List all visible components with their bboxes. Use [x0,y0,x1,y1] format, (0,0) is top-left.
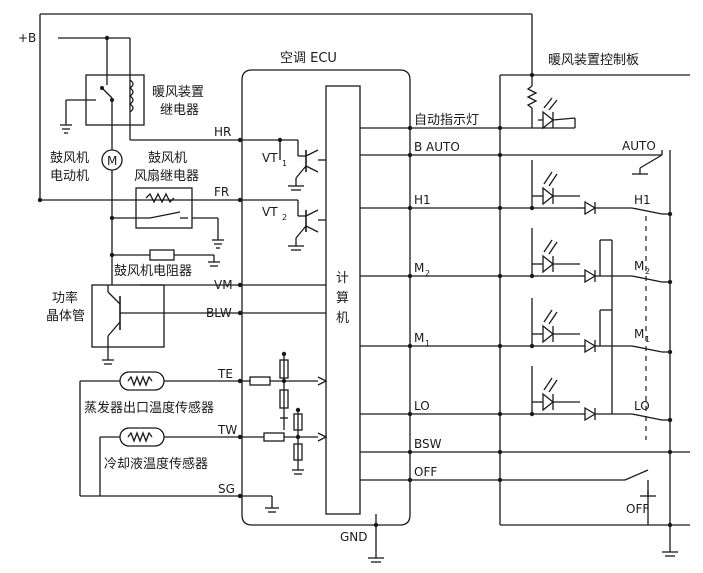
blower-resistor: 鼓风机电阻器 [112,249,220,279]
cpu-label-1: 计 [336,271,349,286]
heater-relay-label-line2: 继电器 [160,103,199,118]
heater-relay: 暖风装置 继电器 [60,74,204,134]
switch-m1-sub: 1 [645,335,650,344]
supply-wiring: +B [18,13,690,201]
switch-lo: LO [634,399,650,413]
output-m1-sub: 1 [425,339,430,348]
junction-dots [37,35,673,499]
led-m2 [531,228,580,276]
power-transistor: 功率 晶体管 [46,255,240,365]
output-h1: H1 [414,193,431,207]
panel-title: 暖风装置控制板 [548,53,639,68]
pin-vm: VM [214,278,233,292]
output-m2-sub: 2 [425,269,430,278]
sensor-input-network [240,351,328,513]
blower-motor-label-line1: 鼓风机 [50,151,89,166]
fan-relay-label-line2: 风扇继电器 [134,168,199,184]
led-auto [538,97,576,130]
pin-te: TE [217,367,233,381]
coolant-sensor-label: 冷却液温度传感器 [104,456,208,472]
evaporator-sensor: 蒸发器出口温度传感器 [79,371,240,496]
output-bsw: BSW [414,437,442,451]
blower-resistor-label: 鼓风机电阻器 [114,264,192,279]
pin-tw: TW [217,423,237,437]
vt2-transistor: VT 2 [240,199,326,251]
switch-auto: AUTO [622,139,656,153]
power-transistor-label-line1: 功率 [52,290,78,306]
pin-fr: FR [214,185,229,199]
switch-h1: H1 [634,193,651,207]
output-b-auto: B AUTO [414,140,460,154]
cpu-label-3: 机 [336,311,349,326]
power-transistor-label-line2: 晶体管 [46,309,85,324]
evap-sensor-label: 蒸发器出口温度传感器 [84,400,214,416]
pin-blw: BLW [206,306,232,320]
blower-fan-relay: 鼓风机 风扇继电器 [112,75,240,249]
vt1-transistor: VT 1 [240,139,326,191]
vt2-label: VT [262,205,278,219]
switch-m1: M [634,327,644,341]
output-m1: M [414,331,424,345]
output-off: OFF [414,465,437,479]
switch-off: OFF [626,502,649,516]
led-h1 [531,160,580,208]
switch-m2: M [634,259,644,273]
series-diodes [580,200,632,422]
coolant-sensor: 冷却液温度传感器 [80,427,240,497]
pin-hr: HR [214,125,231,139]
switch-m2-sub: 2 [645,267,650,276]
vt1-sub: 1 [282,159,287,168]
fan-relay-label-line1: 鼓风机 [148,151,187,166]
ecu-output-lines: 自动指示灯 B AUTO H1 M 2 M 1 LO BSW OFF [360,113,690,481]
pin-sg: SG [218,482,235,496]
output-m2: M [414,261,424,275]
ecu-ground [368,514,384,563]
panel-switches: AUTO H1 M 2 M 1 LO OFF [622,139,671,525]
vt2-sub: 2 [282,213,287,222]
heater-relay-label-line1: 暖风装置 [152,85,204,100]
led-m1 [531,298,580,346]
vt1-label: VT [262,151,278,165]
cpu-block [325,85,361,515]
cpu-label-2: 算 [336,291,349,306]
ecu-title: 空调 ECU [280,51,337,66]
output-lo: LO [414,399,430,413]
pin-gnd: GND [340,530,368,544]
output-auto-lamp: 自动指示灯 [414,113,479,128]
blower-motor: M 鼓风机 电动机 [50,125,123,255]
led-lo [531,366,580,414]
blower-motor-label-line2: 电动机 [50,169,89,184]
ecu-box: 空调 ECU 计 算 机 [241,51,411,526]
motor-symbol-label: M [107,154,117,168]
ecu-left-pins: HR FR VM BLW TE TW SG GND [206,125,368,544]
battery-label: +B [18,31,36,45]
